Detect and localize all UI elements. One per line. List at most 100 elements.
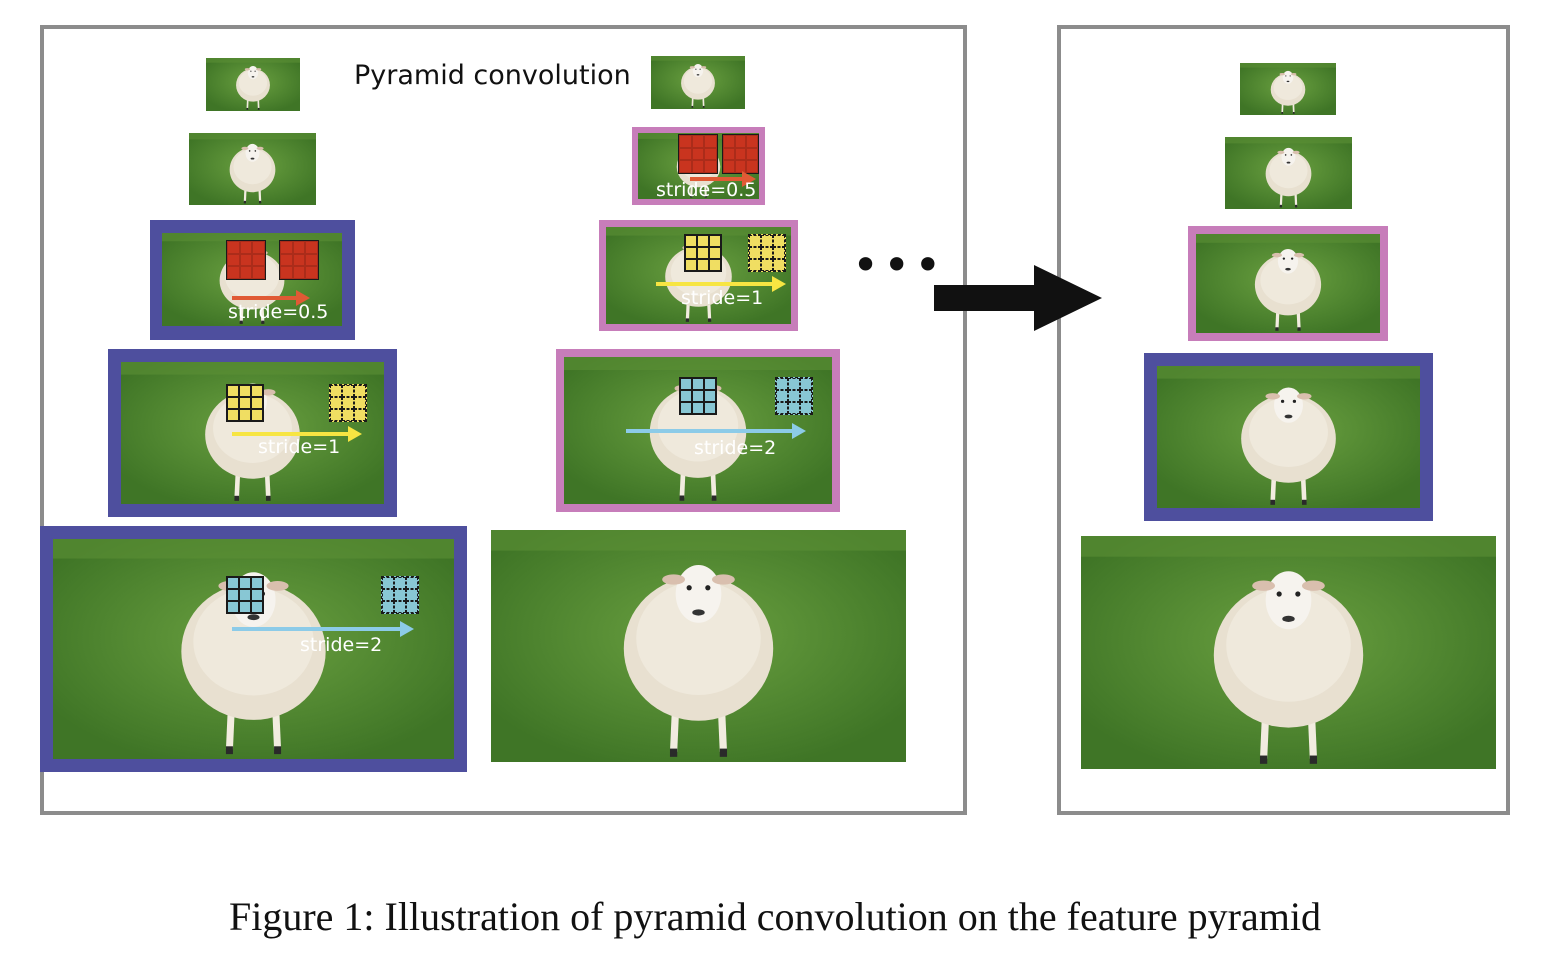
kernel-cell — [788, 402, 800, 414]
kernel-cell — [239, 241, 253, 254]
stride-label: stride=2 — [300, 634, 383, 656]
kernel-cell — [734, 135, 747, 148]
kernel-cell — [342, 397, 354, 409]
kernel-cell — [679, 135, 692, 148]
kernel-cell — [773, 235, 785, 247]
sheep-image — [1196, 234, 1380, 333]
kernel-cell — [227, 601, 239, 613]
kernel-cell — [746, 135, 758, 148]
kernel-cell — [227, 589, 239, 601]
kernel-cell — [227, 253, 240, 267]
kernel-cell — [679, 147, 692, 161]
sheep-image — [53, 539, 454, 759]
kernel-cell — [697, 247, 709, 259]
kernel-cell — [330, 385, 342, 397]
stride-arrow — [626, 429, 794, 433]
kernel-cell — [704, 135, 717, 148]
sheep-image — [1225, 137, 1352, 209]
kernel-cell — [292, 241, 306, 254]
kernel-cell — [252, 266, 265, 279]
kernel-cell — [227, 385, 239, 397]
kernel-cell — [251, 409, 263, 421]
stride-arrow — [232, 432, 350, 436]
kernel-cell — [251, 577, 263, 589]
kernel-cell — [776, 390, 788, 402]
kernel-cell — [704, 390, 716, 402]
kernel-cell — [692, 390, 704, 402]
kernel-cell — [239, 266, 253, 279]
kernel-cell — [761, 259, 773, 271]
kernel-cyan — [679, 377, 717, 415]
kernel-cell — [685, 235, 697, 247]
kernel-cyan — [226, 576, 264, 614]
kernel-cell — [709, 247, 721, 259]
kernel-cell — [749, 235, 761, 247]
kernel-cell — [800, 402, 812, 414]
kernel-cell — [239, 253, 253, 267]
arrow-head-icon — [772, 276, 786, 292]
kernel-cell — [723, 135, 735, 148]
kernel-cell — [723, 160, 735, 173]
kernel-cell — [406, 601, 418, 613]
kernel-cell — [800, 390, 812, 402]
kernel-cell — [685, 247, 697, 259]
kernel-cell — [773, 259, 785, 271]
kernel-cell — [734, 147, 747, 161]
kernel-cell — [788, 378, 800, 390]
arrow-head-icon — [296, 290, 310, 306]
kernel-yellow — [684, 234, 722, 272]
kernel-cell — [354, 385, 366, 397]
stride-arrow — [690, 177, 744, 181]
arrow-head-icon — [400, 621, 414, 637]
kernel-cell — [382, 601, 394, 613]
sheep-image — [1081, 536, 1496, 769]
arrow-head-icon — [348, 426, 362, 442]
kernel-cell — [697, 259, 709, 271]
kernel-cell — [746, 147, 758, 161]
kernel-cell — [251, 589, 263, 601]
kernel-cell — [704, 160, 717, 173]
right-panel — [1057, 25, 1510, 815]
kernel-cell — [354, 397, 366, 409]
stride-label: stride=1 — [258, 436, 341, 458]
stride-label: stride=0.5 — [228, 301, 329, 323]
kernel-cell — [680, 378, 692, 390]
kernel-cell — [354, 409, 366, 421]
kernel-red — [678, 134, 718, 174]
kernel-cell — [227, 241, 240, 254]
kernel-cell — [691, 147, 705, 161]
kernel-cell — [697, 235, 709, 247]
stride-label: stride=0.5 — [656, 179, 757, 201]
kernel-cell — [704, 402, 716, 414]
kernel-cell — [280, 266, 293, 279]
kernel-yellow — [226, 384, 264, 422]
kernel-cell — [788, 390, 800, 402]
kernel-cell — [239, 577, 251, 589]
kernel-cell — [330, 397, 342, 409]
ellipsis: ••• — [852, 238, 946, 292]
kernel-cell — [679, 160, 692, 173]
kernel-cell — [342, 385, 354, 397]
kernel-cell — [394, 601, 406, 613]
kernel-cell — [330, 409, 342, 421]
stride-arrow — [232, 296, 298, 300]
kernel-cell — [704, 378, 716, 390]
kernel-cell — [252, 253, 265, 267]
kernel-cell — [709, 235, 721, 247]
stride-label: stride=2 — [694, 437, 777, 459]
kernel-cell — [382, 589, 394, 601]
kernel-red — [279, 240, 319, 280]
sheep-image — [1157, 366, 1420, 508]
sheep-image — [206, 58, 300, 111]
kernel-cell — [776, 402, 788, 414]
sheep-image — [651, 56, 745, 109]
kernel-cell — [252, 241, 265, 254]
kernel-cell — [394, 589, 406, 601]
kernel-cell — [227, 577, 239, 589]
kernel-cell — [749, 259, 761, 271]
kernel-cell — [734, 160, 747, 173]
arrow-head-icon — [742, 171, 756, 187]
sheep-image — [189, 133, 316, 205]
kernel-cell — [239, 385, 251, 397]
left-panel — [40, 25, 967, 815]
